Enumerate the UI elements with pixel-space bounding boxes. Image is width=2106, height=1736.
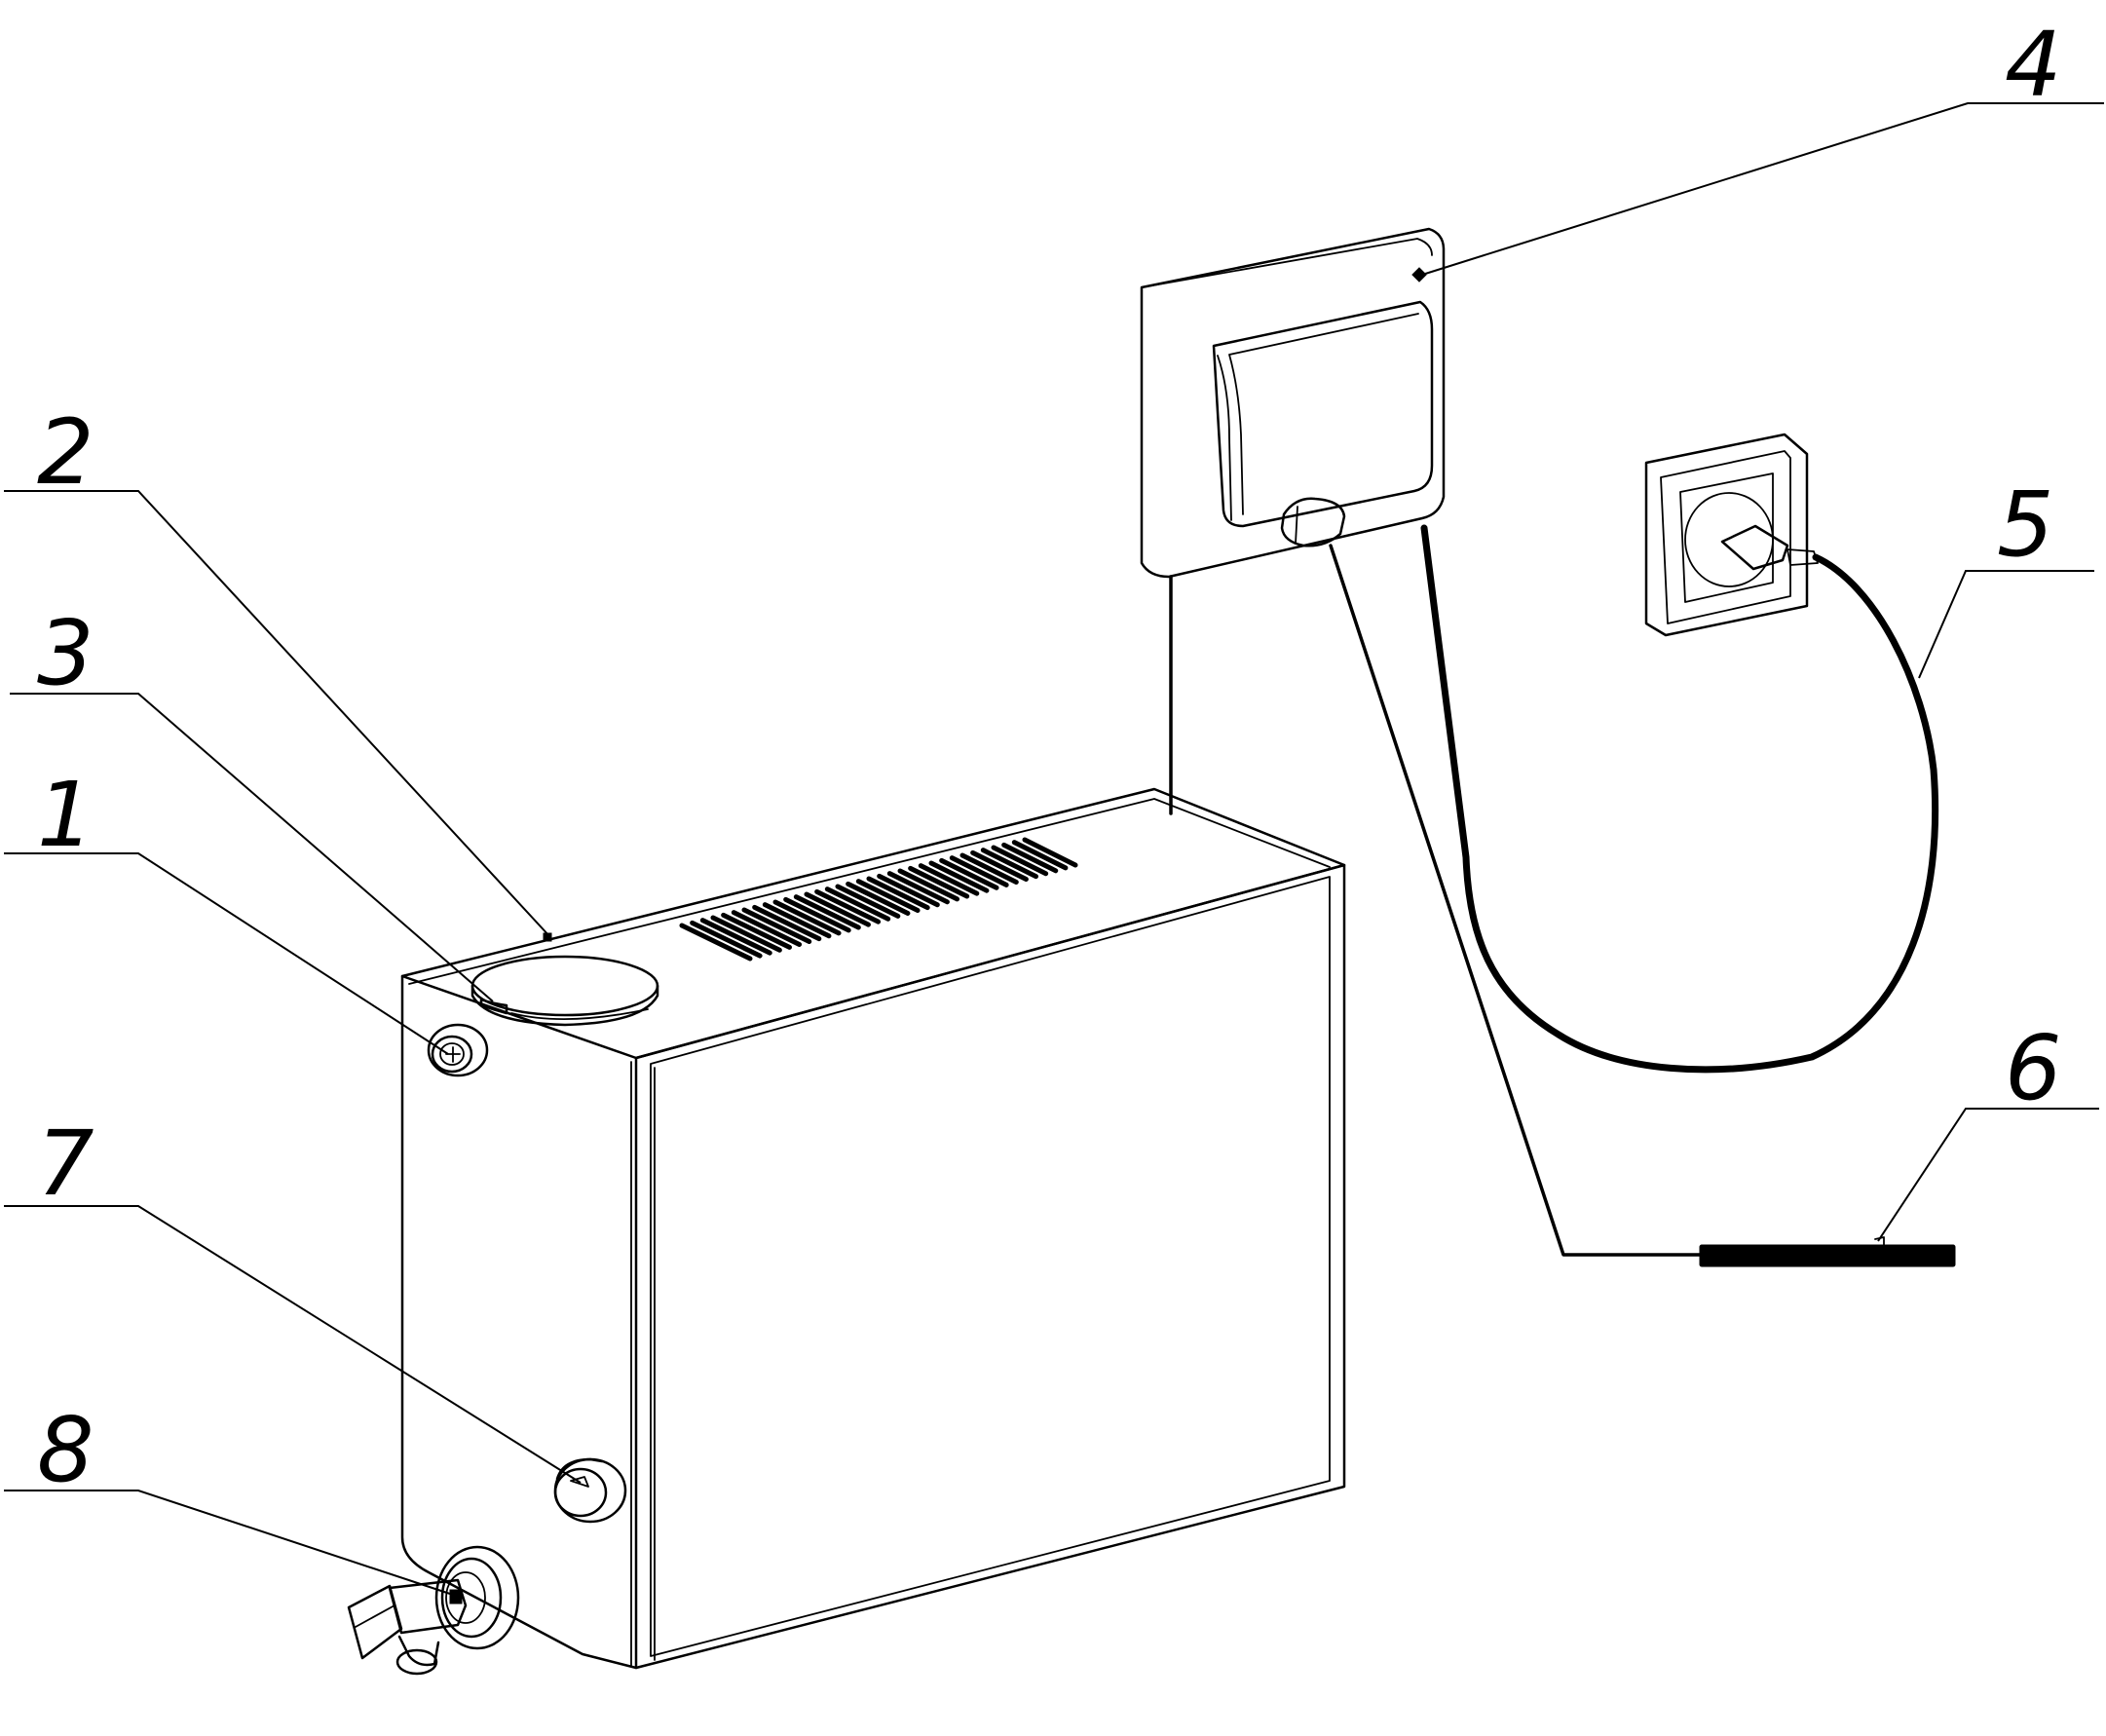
vent-slot	[804, 891, 871, 927]
leader-8	[4, 1490, 457, 1597]
vent-slot	[699, 918, 772, 956]
callout-labels: 4 2 3 5 1 6 7 8	[37, 13, 2062, 1502]
vent-slot	[762, 902, 832, 939]
vent-slot	[928, 860, 990, 893]
vent-slot	[772, 899, 842, 936]
body-left-face	[400, 974, 638, 1670]
vent-slot	[855, 879, 921, 914]
vent-slot	[1022, 837, 1078, 868]
vent-slot	[866, 876, 930, 911]
vent-slot	[731, 910, 803, 947]
body-front-bevel	[650, 876, 1331, 1657]
cap-seal	[479, 998, 649, 1021]
vent-slot	[741, 907, 812, 945]
sensor-probe	[1329, 544, 1956, 1267]
wall-socket	[1644, 433, 1819, 637]
callout-3: 3	[37, 601, 94, 705]
vent-slot	[949, 855, 1009, 887]
leader-2	[4, 490, 551, 938]
vent-slot	[1011, 840, 1069, 871]
vent-slot	[897, 868, 960, 902]
callout-4: 4	[2005, 13, 2062, 117]
vent-slot	[721, 912, 792, 950]
leader-7	[4, 1205, 582, 1484]
vent-slot	[980, 848, 1039, 880]
generator-body	[400, 787, 1346, 1670]
vent-slot	[886, 871, 950, 905]
vent-slot	[793, 894, 861, 930]
vent-slot	[991, 845, 1049, 877]
power-cable	[1420, 524, 1939, 1074]
vent-slot	[783, 896, 851, 933]
body-front-face	[634, 863, 1346, 1670]
callout-1: 1	[37, 763, 94, 867]
side-fitting-7	[553, 1457, 627, 1524]
vent-grille	[679, 837, 1078, 962]
callout-7: 7	[37, 1112, 94, 1216]
vent-slot	[835, 884, 901, 919]
leader-1	[4, 852, 449, 1055]
vent-slot	[846, 881, 911, 916]
vent-slot	[908, 865, 970, 899]
vent-slot	[752, 904, 822, 942]
control-panel	[1140, 227, 1446, 815]
vent-slot	[1001, 842, 1059, 874]
vent-slot	[970, 849, 1029, 883]
body-top-rim	[408, 798, 1331, 985]
vent-slot	[690, 920, 763, 959]
vent-slot	[877, 873, 940, 908]
vent-slot	[959, 852, 1019, 885]
leader-4	[1421, 102, 2104, 276]
leader-lines	[4, 102, 2104, 1597]
leader-3	[10, 693, 494, 1002]
leader-6	[1877, 1108, 2099, 1242]
callout-5: 5	[1997, 472, 2054, 577]
vent-slot	[679, 923, 753, 962]
vent-slot	[824, 887, 891, 922]
callout-2: 2	[37, 400, 94, 505]
side-fitting-1	[427, 1023, 489, 1077]
vent-slot	[939, 857, 999, 890]
callout-6: 6	[2005, 1016, 2062, 1120]
callout-8: 8	[37, 1398, 94, 1502]
vent-slot	[918, 863, 980, 896]
drain-tap	[347, 1545, 520, 1676]
vent-slot	[710, 915, 782, 953]
vent-slot	[814, 888, 882, 925]
leader-5	[1918, 570, 2094, 679]
